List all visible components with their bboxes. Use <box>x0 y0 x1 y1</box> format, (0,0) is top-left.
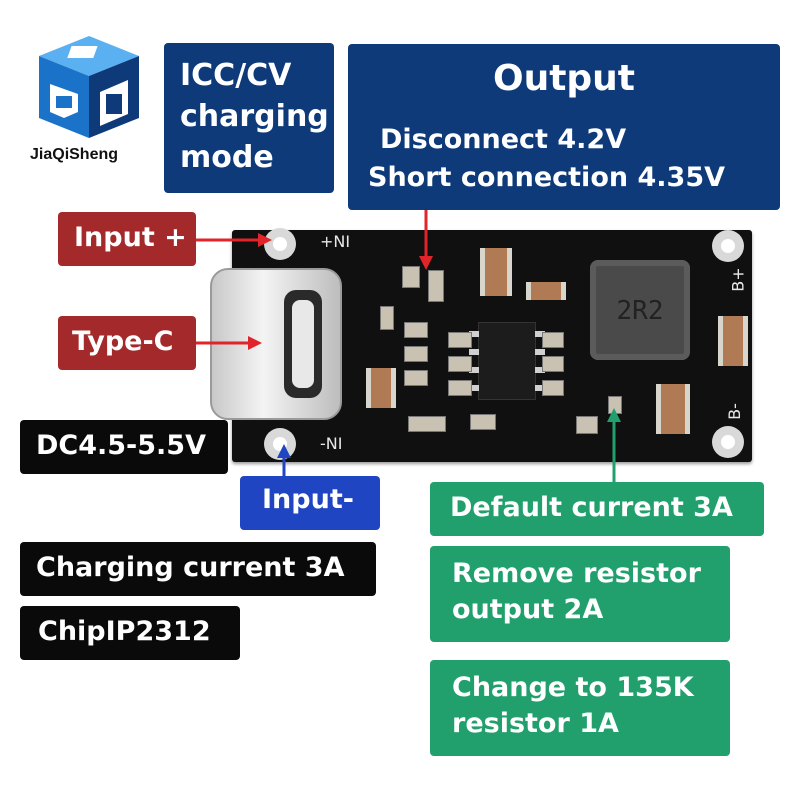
resistor <box>402 266 420 288</box>
inductor-marking: 2R2 <box>616 296 664 326</box>
capacitor <box>656 384 690 434</box>
battery-plus-pad <box>712 230 744 262</box>
resistor <box>428 270 444 302</box>
input-plus-pad <box>264 228 296 260</box>
resistor <box>408 416 446 432</box>
output-line-2: Short connection 4.35V <box>368 162 725 193</box>
silk-input-minus: -NI <box>320 434 343 453</box>
charger-pcb-board: +NI -NI B+ B- 2R2 <box>210 228 752 462</box>
charging-mode-label: ICC/CV charging mode <box>164 43 334 193</box>
usb-c-connector <box>210 268 342 420</box>
resistor <box>542 356 564 372</box>
output-line-1: Disconnect 4.2V <box>380 124 627 155</box>
resistor <box>404 322 428 338</box>
default-current-label: Default current 3A <box>430 482 764 536</box>
remove-resistor-label: Remove resistor output 2A <box>430 546 730 642</box>
resistor <box>448 356 472 372</box>
ip2312-chip <box>469 322 545 400</box>
cube-logo-icon <box>39 36 139 138</box>
resistor <box>404 370 428 386</box>
type-c-label: Type-C <box>58 316 196 370</box>
output-label: Output Disconnect 4.2V Short connection … <box>348 44 780 210</box>
current-set-resistor <box>608 396 622 414</box>
change-resistor-label: Change to 135K resistor 1A <box>430 660 730 756</box>
silk-battery-plus: B+ <box>728 267 748 292</box>
brand-name: JiaQiSheng <box>30 146 119 163</box>
resistor <box>542 380 564 396</box>
brand-logo: JiaQiSheng <box>22 34 152 174</box>
voltage-range-label: DC4.5-5.5V <box>20 420 228 474</box>
battery-minus-pad <box>712 426 744 458</box>
resistor <box>448 332 472 348</box>
resistor <box>542 332 564 348</box>
chip-model-label: ChipIP2312 <box>20 606 240 660</box>
resistor <box>470 414 496 430</box>
charging-current-label: Charging current 3A <box>20 542 376 596</box>
input-minus-label: Input- <box>240 476 380 530</box>
resistor <box>448 380 472 396</box>
resistor <box>576 416 598 434</box>
capacitor <box>480 248 512 296</box>
capacitor <box>526 282 566 300</box>
inductor: 2R2 <box>590 260 690 360</box>
silk-battery-minus: B- <box>724 403 744 420</box>
input-minus-pad <box>264 428 296 460</box>
resistor <box>380 306 394 330</box>
input-plus-label: Input + <box>58 212 196 266</box>
capacitor <box>366 368 396 408</box>
output-title: Output <box>492 58 636 99</box>
capacitor <box>718 316 748 366</box>
silk-input-plus: +NI <box>320 232 351 251</box>
resistor <box>404 346 428 362</box>
